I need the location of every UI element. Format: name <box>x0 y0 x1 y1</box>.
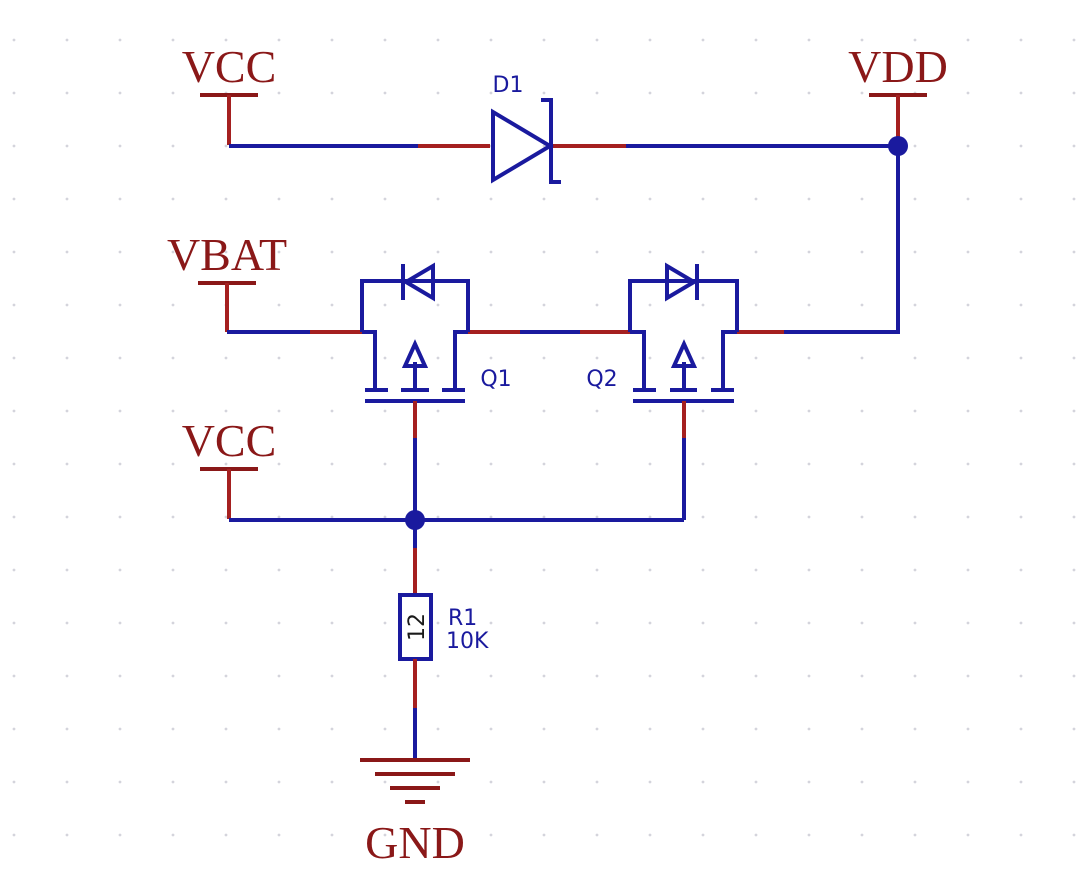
r1-designator: R1 <box>448 606 477 631</box>
junction-gate <box>405 510 425 530</box>
q2-left-terminal <box>630 330 646 390</box>
r1-value: 10K <box>446 629 489 654</box>
resistor-icon: 12 <box>398 593 433 661</box>
q1-arrow-head <box>401 339 429 368</box>
d1-cathode-bar <box>541 98 561 184</box>
q2-right-terminal <box>721 330 737 390</box>
vbat-port: VBAT <box>167 229 287 332</box>
q1-designator: Q1 <box>480 367 511 392</box>
q2-body-diode-triangle <box>665 262 698 302</box>
q2-arrow-head <box>670 339 698 368</box>
vcc-top-port: VCC <box>182 41 277 145</box>
d1-triangle <box>491 108 554 184</box>
vcc-mid-label: VCC <box>182 415 277 466</box>
q2-mosfet-icon <box>628 262 739 438</box>
q1-diode-frame <box>360 279 470 332</box>
ground-icon <box>360 758 470 804</box>
d1-designator: D1 <box>493 73 524 98</box>
vbat-label: VBAT <box>167 229 287 280</box>
zener-diode-icon <box>491 98 561 184</box>
vdd-label: VDD <box>848 41 948 92</box>
q1-mosfet-icon <box>360 262 470 438</box>
q1-right-terminal <box>453 330 468 390</box>
q1-body-diode-triangle <box>402 262 435 302</box>
q2-designator: Q2 <box>586 367 617 392</box>
q2-diode-frame <box>628 279 739 332</box>
r1-pin-text: 12 <box>405 613 430 641</box>
vcc-mid-port: VCC <box>182 415 277 519</box>
vcc-top-label: VCC <box>182 41 277 92</box>
q1-left-terminal <box>362 330 377 390</box>
gnd-label: GND <box>365 817 465 868</box>
